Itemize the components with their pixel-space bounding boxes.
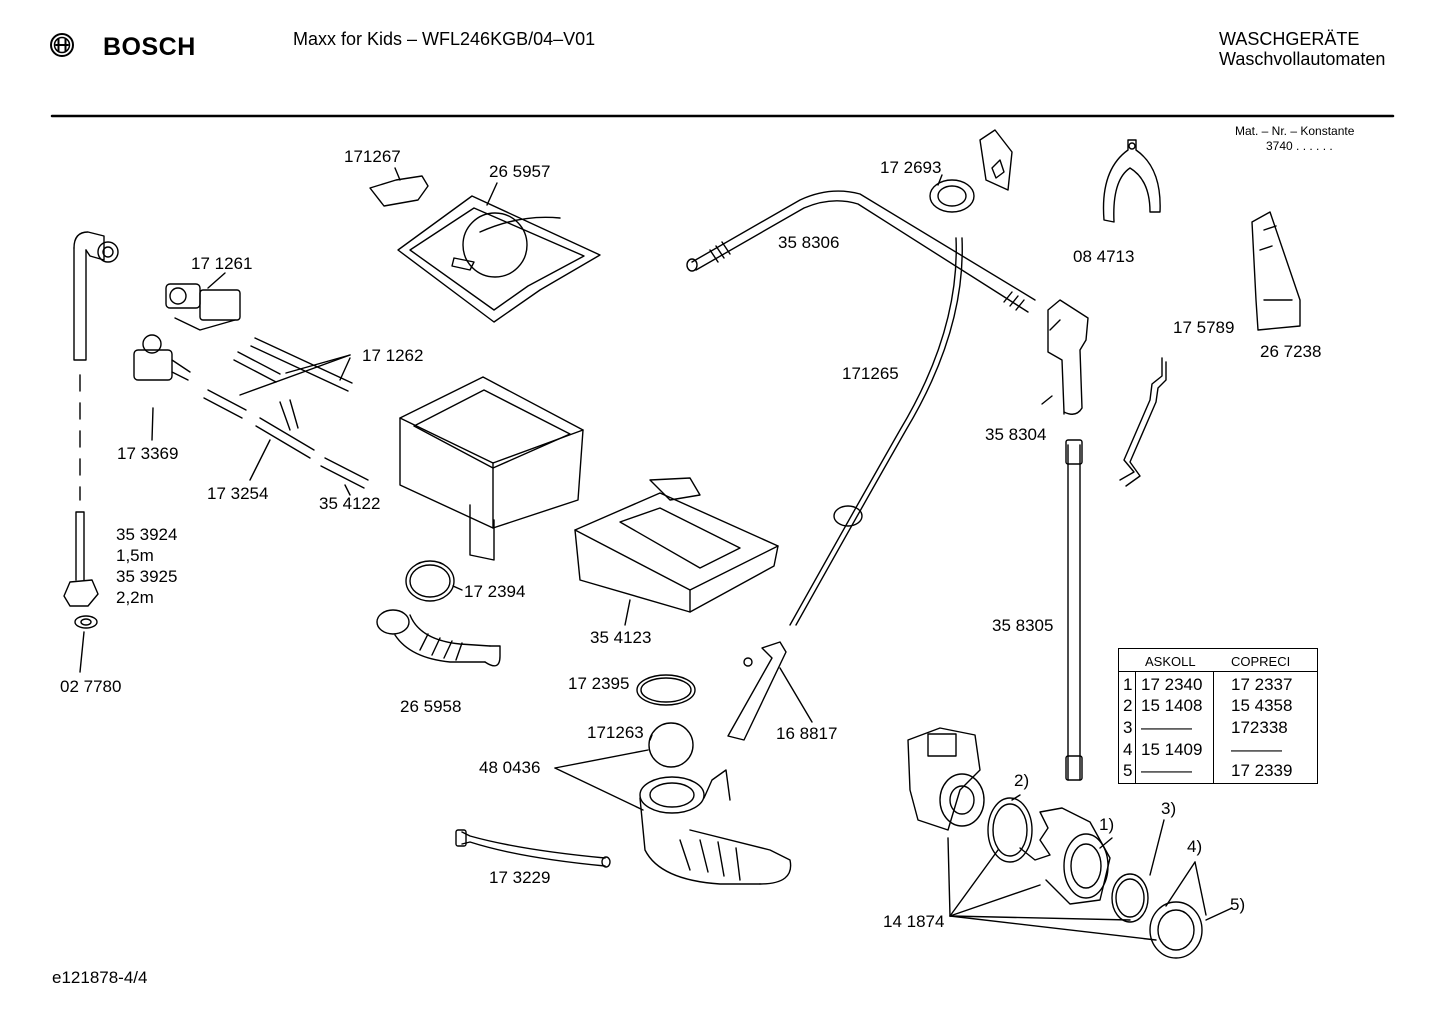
part-label: 17 2394 — [464, 582, 526, 601]
inlet-valve-part — [133, 272, 241, 441]
konstante-label: Mat. – Nr. – Konstante — [1235, 124, 1355, 138]
table-cell-askoll: ——— — [1141, 761, 1192, 780]
part-label: 17 5789 — [1173, 318, 1235, 337]
table-cell-askoll: 15 1409 — [1141, 740, 1203, 759]
hose-holder-part — [1251, 211, 1301, 331]
pressure-switch-part — [929, 129, 1013, 213]
part-label: 35 3924 — [116, 525, 178, 544]
callout-label: 3) — [1161, 799, 1177, 818]
seal-rings-part — [405, 560, 696, 768]
table-cell-copreci: 17 2337 — [1231, 675, 1293, 694]
part-label: 26 7238 — [1260, 342, 1322, 361]
table-cell-askoll: ——— — [1141, 718, 1192, 737]
wire-part — [1119, 357, 1167, 487]
document-id: e121878-4/4 — [52, 968, 148, 987]
part-label: 26 5958 — [400, 697, 462, 716]
bosch-logo-icon — [50, 33, 74, 57]
table-row-number: 1 — [1123, 675, 1133, 694]
part-label: 35 3925 — [116, 567, 178, 586]
table-header-askoll: ASKOLL — [1145, 654, 1196, 669]
drain-pump-part — [907, 727, 1233, 959]
top-frame-part — [369, 167, 601, 323]
callout-label: 2) — [1014, 771, 1030, 790]
part-label: 35 8306 — [778, 233, 840, 252]
part-label: 35 8305 — [992, 616, 1054, 635]
hose-length: 1,5m — [116, 546, 154, 565]
table-header-copreci: COPRECI — [1231, 654, 1291, 669]
part-label: 35 4123 — [590, 628, 652, 647]
drawer-hose-part — [376, 609, 501, 667]
table-cell-copreci: 172338 — [1231, 718, 1288, 737]
callout-label: 4) — [1187, 837, 1203, 856]
part-label: 171267 — [344, 147, 401, 166]
table-row-number: 3 — [1123, 718, 1133, 737]
part-label: 17 1262 — [362, 346, 424, 365]
inlet-hose-part — [63, 231, 119, 673]
part-label: 17 1261 — [191, 254, 253, 273]
detergent-drawer-part — [574, 477, 779, 626]
supplier-table: ASKOLL COPRECI 1 17 2340 17 2337 2 15 14… — [1118, 648, 1318, 784]
part-label: 17 3229 — [489, 868, 551, 887]
brand-name: BOSCH — [103, 33, 196, 61]
table-cell-askoll: 15 1408 — [1141, 696, 1203, 715]
part-label: 17 3369 — [117, 444, 179, 463]
part-label: 171263 — [587, 723, 644, 742]
table-cell-askoll: 17 2340 — [1141, 675, 1203, 694]
callout-label: 1) — [1099, 815, 1115, 834]
part-label: 02 7780 — [60, 677, 122, 696]
category-title: WASCHGERÄTE — [1219, 29, 1360, 49]
small-hose-part — [455, 829, 611, 868]
table-row-number: 5 — [1123, 761, 1133, 780]
overflow-tube-part — [686, 190, 1036, 313]
sump-part — [554, 734, 792, 885]
pressure-tube-part — [727, 237, 963, 741]
tube-bracket-part — [1102, 139, 1161, 223]
hose-tubes-part — [203, 337, 369, 496]
part-label: 171265 — [842, 364, 899, 383]
part-label: 08 4713 — [1073, 247, 1135, 266]
drain-hose-part — [1065, 439, 1083, 781]
table-cell-copreci: 17 2339 — [1231, 761, 1293, 780]
model-title: Maxx for Kids – WFL246KGB/04–V01 — [293, 29, 596, 49]
table-cell-copreci: 15 4358 — [1231, 696, 1293, 715]
detergent-drawer-housing-part — [399, 376, 584, 561]
hose-length: 2,2m — [116, 588, 154, 607]
category-subtitle: Waschvollautomaten — [1219, 49, 1386, 69]
drain-connector-part — [1041, 299, 1089, 415]
part-label: 17 2693 — [880, 158, 942, 177]
part-label: 48 0436 — [479, 758, 541, 777]
part-label: 35 4122 — [319, 494, 381, 513]
part-label: 35 8304 — [985, 425, 1047, 444]
table-row-number: 4 — [1123, 740, 1133, 759]
table-row-number: 2 — [1123, 696, 1133, 715]
part-label: 26 5957 — [489, 162, 551, 181]
part-label: 16 8817 — [776, 724, 838, 743]
table-cell-copreci: ——— — [1231, 740, 1282, 759]
part-label: 14 1874 — [883, 912, 945, 931]
part-label: 17 2395 — [568, 674, 630, 693]
konstante-value: 3740 . . . . . . — [1266, 139, 1333, 153]
callout-label: 5) — [1230, 895, 1246, 914]
part-label: 17 3254 — [207, 484, 269, 503]
